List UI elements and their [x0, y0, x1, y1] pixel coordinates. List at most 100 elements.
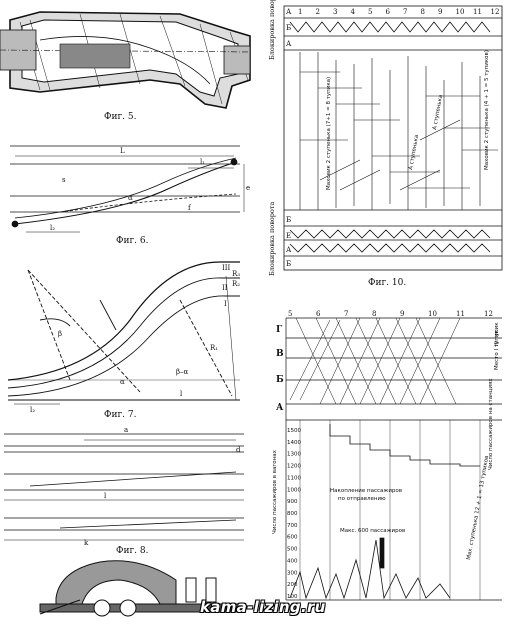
fig7-label-R2: R₂	[232, 280, 240, 288]
fig10-bottom-col-number-axis: 6	[292, 604, 297, 612]
fig7-label-bma: β–α	[176, 368, 189, 376]
fig10-note-2: А ступенька	[408, 134, 420, 170]
fig10-ytick-label: 100	[287, 594, 298, 600]
fig10-bottom-row-letter: А	[276, 403, 284, 413]
fig7-label-I: I	[224, 300, 227, 308]
fig10-top-col-number: 3	[333, 8, 337, 16]
fig10-top-row-letter: А	[286, 40, 292, 48]
fig10-top-row-letter: Б	[286, 216, 291, 224]
fig10-top-col-number: 4	[351, 8, 356, 16]
fig10-top-col-number: 10	[456, 8, 465, 16]
watermark: kama-lizing.ru	[200, 598, 326, 616]
fig7-label-R1: R₁	[210, 344, 218, 352]
fig10-top-col-number: 2	[316, 8, 320, 16]
fig10-bottom-col-number: 8	[372, 310, 376, 318]
fig7-label-II: II	[222, 284, 228, 292]
caption-fig8: Фиг. 8.	[116, 546, 149, 556]
fig10-yaxis-title: Число пассажиров в вагонах	[272, 449, 278, 534]
fig10-side-label-lower: Блокировка поворота	[268, 202, 276, 276]
fig10-bottom-col-number: 5	[288, 310, 292, 318]
fig7-drawing	[7, 261, 240, 405]
fig10-bottom-col-number: 10	[428, 310, 437, 318]
caption-fig6: Фиг. 6.	[116, 236, 149, 246]
fig10-ytick-label: 200	[287, 582, 298, 588]
fig8-label-l: l	[104, 492, 107, 500]
fig10-ytick-label: 1100	[287, 475, 301, 481]
fig10-bottom-row-letters: Г В Б А	[276, 325, 284, 413]
fig10-center-title-line2: по отправлению	[338, 496, 386, 502]
fig10-bottom-row-letter: Б	[276, 375, 284, 385]
fig8-drawing	[4, 433, 244, 541]
fig8-label-d: d	[236, 446, 241, 454]
fig6-label-s: s	[62, 176, 66, 184]
fig10-note-1: Маховик 2 ступенька (7+1 = 8 тупика)	[326, 77, 332, 190]
caption-fig7: Фиг. 7.	[104, 410, 137, 420]
fig10-top-col-number: 8	[421, 8, 425, 16]
fig10-center-note: Макс. 600 пассажиров	[340, 528, 405, 534]
fig10-top-col-number: 1	[298, 8, 302, 16]
fig10-bottom-col-numbers: 5 6 7 8 9 10 11 12 6	[288, 310, 493, 612]
fig10-ytick-label: 600	[287, 535, 298, 541]
fig5-drawing	[0, 11, 251, 109]
fig8-label-k: k	[84, 539, 89, 547]
fig10-ytick-label: 400	[287, 558, 298, 564]
caption-fig5: Фиг. 5.	[104, 112, 137, 122]
fig10-top-col-number: 12	[491, 8, 500, 16]
fig7-label-beta: β	[58, 330, 62, 338]
fig10-bottom-drawing	[285, 317, 502, 601]
fig10-top-col-number: 11	[473, 8, 482, 16]
caption-fig10: Фиг. 10.	[368, 278, 407, 288]
fig10-top-col-number: 7	[403, 8, 407, 16]
fig10-right-side-label-1: Место I тупик	[494, 330, 500, 370]
fig10-ytick-label: 800	[287, 511, 298, 517]
fig10-ytick-label: 1500	[287, 428, 301, 434]
fig10-ytick-label: 500	[287, 547, 298, 553]
fig10-right-note-2: Мах. ступенька 12 + 1 = 13 тупиков	[466, 455, 490, 560]
fig6-label-e: e	[246, 184, 250, 192]
fig10-top-row-letter: А	[286, 246, 292, 254]
fig10-top-row-letter: А	[286, 8, 292, 16]
fig6-label-f: f	[188, 204, 192, 212]
fig10-bottom-yticks: 1500 1400 1300 1200 1100 1000 900 800 700 600 500 4…	[287, 428, 301, 600]
fig9-drawing	[39, 560, 241, 617]
fig10-right-side-label-2: III тупик	[494, 322, 500, 346]
fig10-ytick-label: 1300	[287, 452, 301, 458]
fig10-bottom-col-number: 11	[456, 310, 465, 318]
fig6-label-l2: l₂	[50, 224, 55, 232]
fig10-bottom-col-number: 9	[400, 310, 404, 318]
fig10-ytick-label: 1400	[287, 440, 301, 446]
fig7-label-l2: l₂	[30, 406, 35, 414]
fig10-bottom-col-number: 7	[344, 310, 348, 318]
fig7-label-R3: R₃	[232, 270, 240, 278]
fig8-label-a: a	[124, 426, 128, 434]
fig7-label-alpha: α	[120, 378, 125, 386]
fig10-bottom-col-number: 12	[484, 310, 493, 318]
fig10-right-note-1: Число пассажиров на станциях	[488, 378, 494, 470]
fig10-top-row-letter: Е	[286, 232, 291, 240]
fig6-drawing	[10, 145, 245, 233]
fig10-top-col-number: 6	[386, 8, 391, 16]
fig10-note-4: Маховик 2 ступенька (4 + 1 = 5 тупиков)	[484, 50, 490, 170]
fig10-center-title-line1: Накопление пассажиров	[330, 488, 402, 494]
fig10-bottom-row-letter: В	[276, 349, 284, 359]
fig10-ytick-label: 1200	[287, 464, 301, 470]
fig10-ytick-label: 300	[287, 570, 298, 576]
fig10-note-3: А ступенька	[432, 94, 444, 130]
fig7-label-l: l	[180, 390, 183, 398]
fig10-bottom-col-number: 6	[316, 310, 321, 318]
fig10-bottom-row-letter: Г	[276, 325, 283, 335]
fig10-top-row-letter: Б	[286, 260, 291, 268]
fig6-label-L: L	[120, 147, 125, 155]
fig10-ytick-label: 1000	[287, 487, 301, 493]
fig10-ytick-label: 700	[287, 523, 298, 529]
fig10-side-label-upper: Блокировка поворота	[268, 0, 276, 60]
fig6-label-alpha: α	[128, 194, 133, 202]
fig6-label-l1: l₁	[200, 158, 205, 166]
fig10-top-drawing	[283, 5, 503, 271]
fig10-ytick-label: 900	[287, 499, 298, 505]
fig10-top-row-letter: Б	[286, 24, 291, 32]
